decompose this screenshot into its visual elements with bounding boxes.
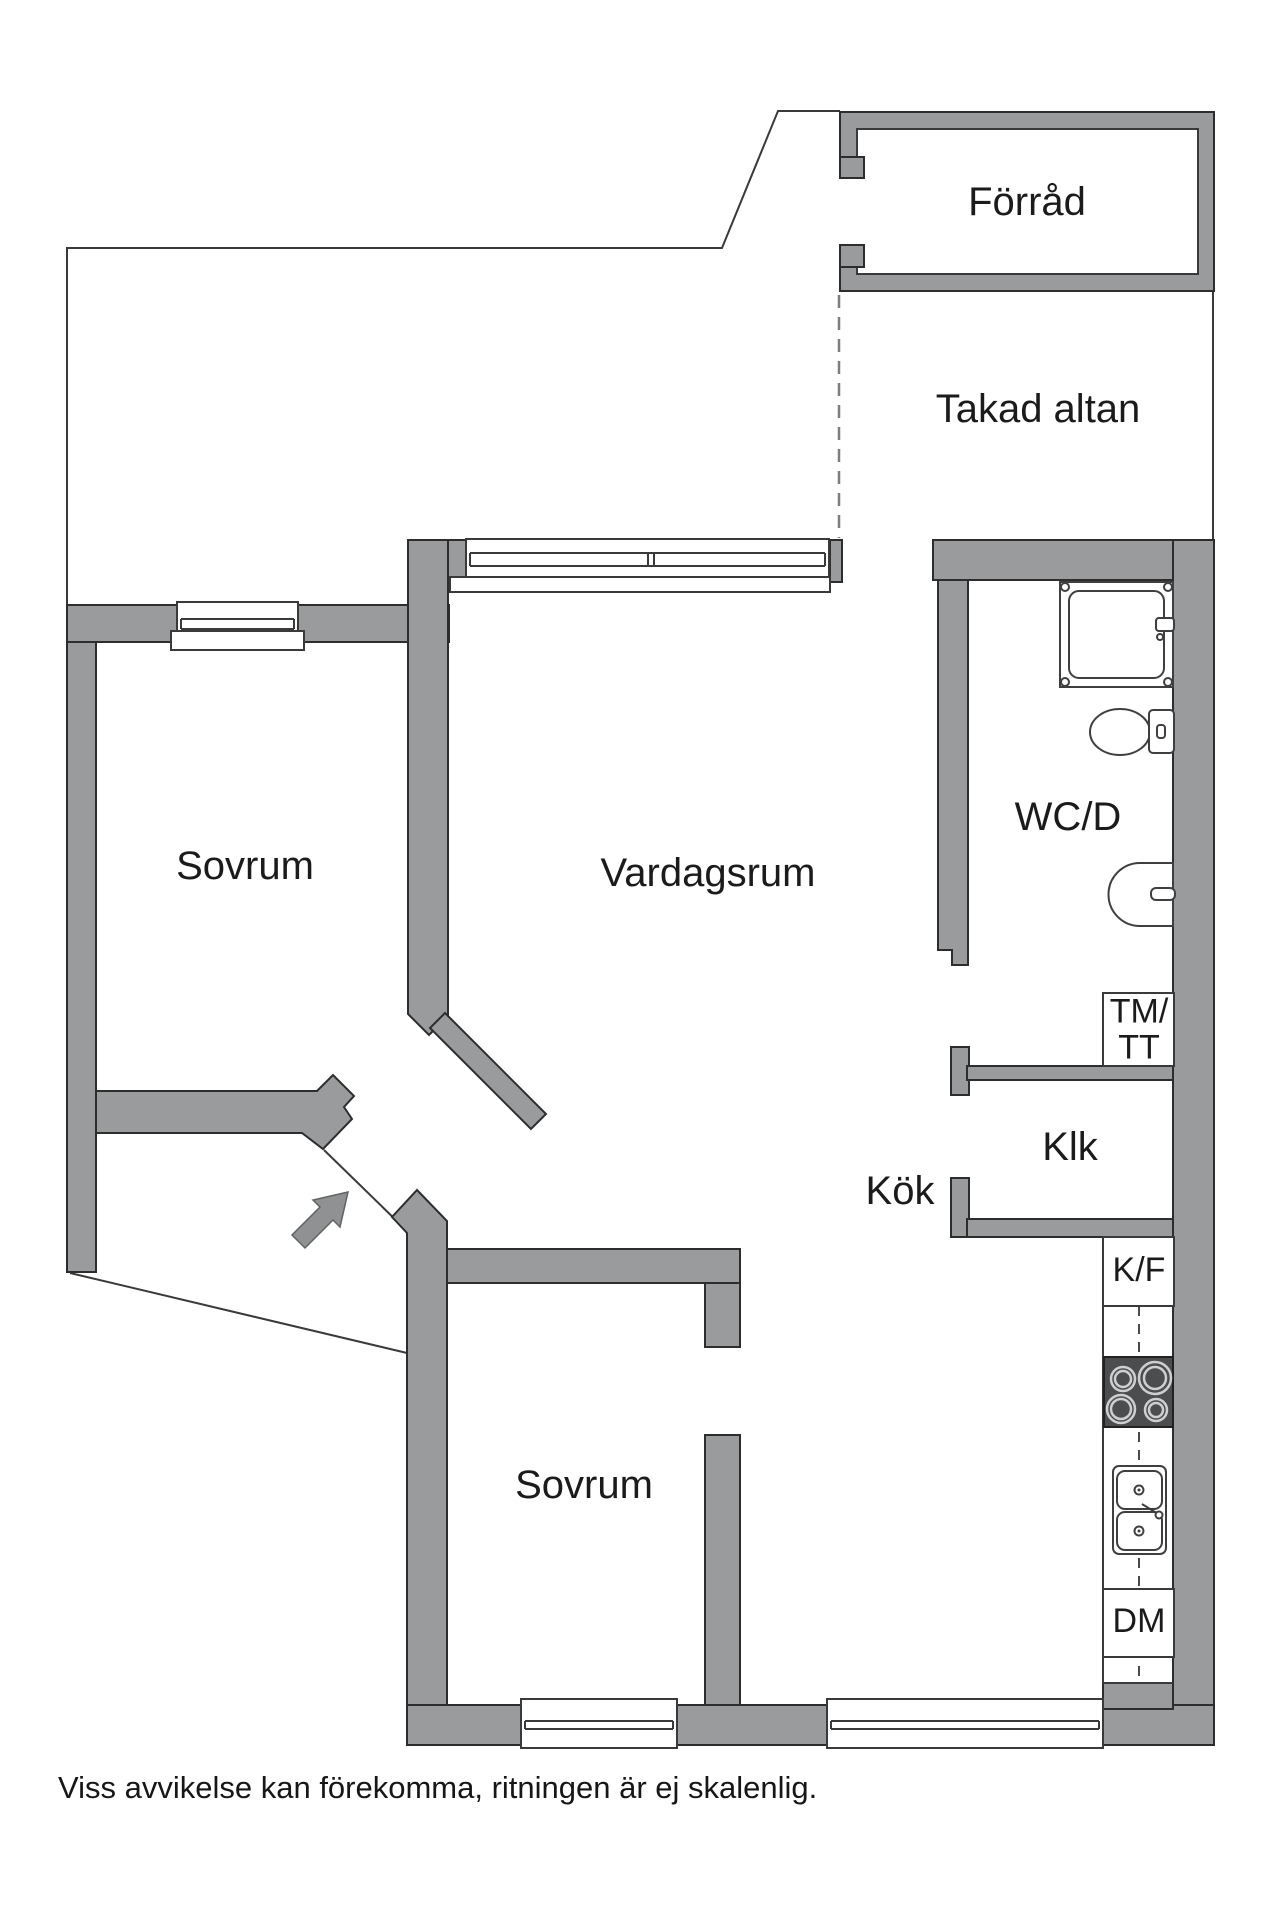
wall-bedroom2-kitchen-lower <box>704 1434 741 1706</box>
washbasin <box>1107 862 1176 927</box>
wall-top-left-segment <box>447 539 467 581</box>
terrace-outline <box>66 110 840 607</box>
entrance-door-line <box>323 1149 404 1228</box>
wall-wcd-left <box>937 579 969 966</box>
window-bedroom2 <box>520 1698 678 1749</box>
room-label-sovrum-1: Sovrum <box>176 844 314 888</box>
room-label-vardagsrum: Vardagsrum <box>600 851 816 895</box>
wall-left <box>66 604 97 1273</box>
appliance-label-dm: DM <box>1112 1602 1166 1641</box>
forrad-interior <box>856 128 1199 275</box>
kitchen-sink <box>1112 1465 1167 1555</box>
forrad-room <box>836 111 1215 292</box>
kitchen-counter <box>1102 992 1175 1684</box>
wall-bedroom2-left <box>390 1188 448 1706</box>
room-label-forrad: Förråd <box>968 180 1086 224</box>
bathroom-fixtures <box>1059 581 1176 927</box>
appliance-label-kf: K/F <box>1112 1251 1166 1290</box>
room-label-wcd: WC/D <box>1014 795 1122 839</box>
disclaimer-text: Viss avvikelse kan förekomma, ritningen … <box>58 1770 818 1805</box>
wall-under-tmtt <box>966 1065 1174 1081</box>
washer-dryer-box <box>1102 992 1175 1067</box>
forrad-door-opening <box>836 178 858 245</box>
stove <box>1103 1356 1174 1428</box>
window-kitchen <box>826 1698 1104 1749</box>
walls <box>66 539 1215 1746</box>
toilet <box>1089 708 1175 756</box>
forrad-jamb-bottom <box>839 244 865 268</box>
wall-bedroom1-bottom <box>95 1073 356 1151</box>
fridge-freezer-box <box>1102 1236 1175 1307</box>
entrance-arrow-icon <box>290 1191 349 1250</box>
window-bedroom1 <box>170 601 305 651</box>
wall-right <box>1172 539 1215 1746</box>
wall-bedroom2-kitchen-upper <box>704 1282 741 1348</box>
wall-klk-bottom <box>966 1218 1174 1238</box>
dishwasher-box <box>1102 1588 1175 1658</box>
room-label-sovrum-2: Sovrum <box>515 1463 653 1507</box>
tm-line1: TM/ <box>1109 992 1169 1031</box>
wall-livingroom-bedroom1 <box>407 539 449 1037</box>
appliance-label-tm-tt: TM/ TT <box>1110 994 1169 1065</box>
wall-bedroom2-top <box>446 1248 741 1284</box>
wall-under-counter <box>1102 1682 1174 1710</box>
wall-klk-door-jamb <box>950 1177 970 1238</box>
room-label-kok: Kök <box>865 1169 935 1213</box>
shower <box>1059 581 1175 688</box>
room-label-takad-altan: Takad altan <box>935 387 1141 431</box>
room-label-klk: Klk <box>1042 1125 1098 1169</box>
forrad-jamb-top <box>839 156 865 179</box>
wall-window-post <box>829 539 843 583</box>
wall-top-right <box>932 539 1215 581</box>
bedroom1-door-leaf <box>428 1011 548 1131</box>
facade-line <box>69 1272 408 1354</box>
window-livingroom <box>449 538 831 593</box>
tm-line2: TT <box>1118 1028 1160 1066</box>
